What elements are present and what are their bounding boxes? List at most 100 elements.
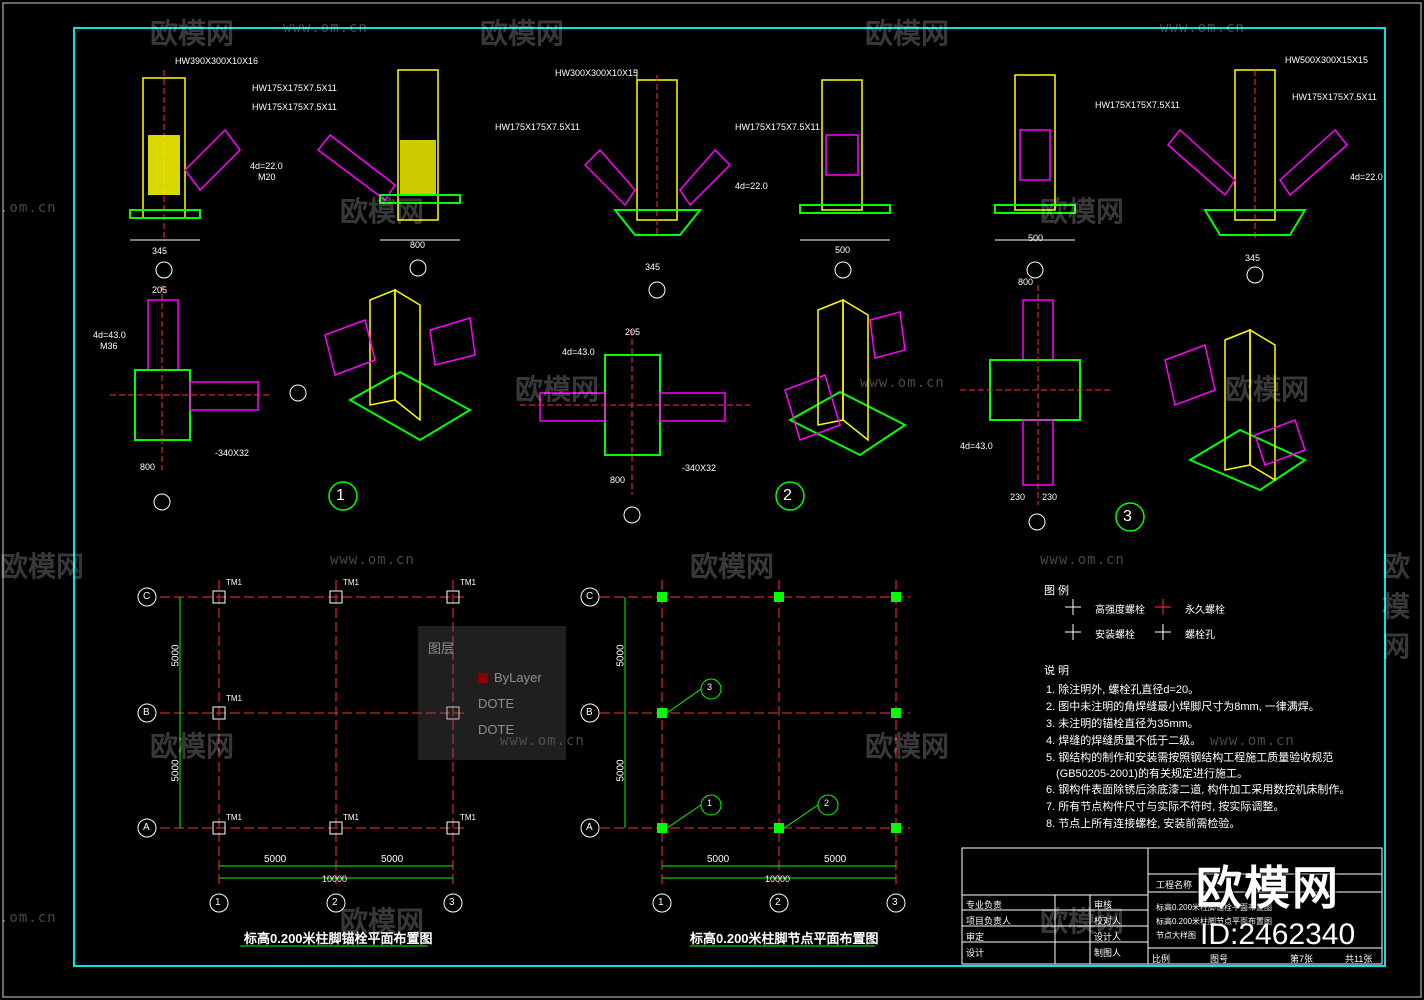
tooltip-layer: ByLayer bbox=[478, 670, 542, 685]
note-line: 8. 节点上所有连接螺栓, 安装前需检验。 bbox=[1046, 818, 1241, 830]
detail-1-elevation-b bbox=[316, 69, 461, 277]
node-callout: 3 bbox=[707, 682, 713, 692]
image-id: ID:2462340 bbox=[1200, 918, 1356, 951]
tb-row-left: 项目负责人 bbox=[966, 916, 1012, 926]
node-number: 2 bbox=[783, 487, 792, 504]
watermark-brand: 欧模网 bbox=[1040, 905, 1125, 938]
dim-label: 500 bbox=[835, 245, 851, 255]
section-label: HW175X175X7.5X11 bbox=[1292, 92, 1377, 102]
tooltip-line-1: DOTE bbox=[478, 696, 515, 711]
detail-2-plan bbox=[520, 330, 750, 524]
watermark-brand: 欧模网 bbox=[340, 905, 425, 938]
anchor-mark: TM1 bbox=[343, 578, 359, 587]
tb-project-label: 工程名称 bbox=[1156, 880, 1193, 890]
watermark-url: www.om.cn bbox=[283, 20, 368, 36]
watermark-brand: 欧模网 bbox=[340, 195, 425, 228]
dim-label: 4d=43.0 bbox=[562, 347, 595, 357]
brand-watermark: 欧模网 bbox=[1196, 861, 1340, 915]
tb-drawing-line: 标高0.200米柱脚锚栓平面布置图 bbox=[1156, 903, 1273, 912]
axis-label: 1 bbox=[215, 897, 221, 908]
tb-footer: 图号 bbox=[1210, 954, 1229, 964]
legend-item: 安装螺栓 bbox=[1095, 630, 1135, 641]
section-label: HW175X175X7.5X11 bbox=[252, 102, 337, 112]
dim-span: 5000 bbox=[170, 644, 182, 667]
detail-2-elevation-a bbox=[583, 70, 732, 299]
watermark-brand: 欧模网 bbox=[150, 730, 235, 763]
detail-2-elevation-b bbox=[799, 79, 891, 279]
node-callout: 2 bbox=[824, 798, 830, 808]
notes-title: 说 明 bbox=[1044, 665, 1070, 677]
note-line: 4. 焊缝的焊缝质量不低于二级。 bbox=[1046, 735, 1202, 747]
axis-label: A bbox=[143, 822, 150, 833]
note-line: 3. 未注明的锚栓直径为35mm。 bbox=[1046, 718, 1199, 730]
legend-item: 螺栓孔 bbox=[1185, 630, 1215, 641]
anchor-mark: TM1 bbox=[226, 578, 242, 587]
watermark-url: www.om.cn bbox=[500, 733, 585, 749]
dim-label: 4d=22.0 bbox=[735, 181, 768, 191]
axis-label: 2 bbox=[332, 897, 338, 908]
watermark-brand: 欧模网 bbox=[480, 17, 565, 50]
node-1-circle bbox=[328, 481, 358, 511]
dim-label: 800 bbox=[610, 475, 626, 485]
dim-span: 5000 bbox=[381, 854, 404, 865]
note-line: 7. 所有节点构件尺寸与实际不符时, 按实际调整。 bbox=[1046, 801, 1285, 813]
watermark-url: .om.cn bbox=[0, 200, 57, 216]
section-label: HW175X175X7.5X11 bbox=[1095, 100, 1180, 110]
dim-span: 5000 bbox=[824, 854, 847, 865]
tooltip-layer-value: ByLayer bbox=[494, 670, 542, 685]
dim-span: 5000 bbox=[264, 854, 287, 865]
dim-label: 345 bbox=[1245, 253, 1261, 263]
axis-label: 3 bbox=[449, 897, 455, 908]
tooltip-title: 图层 bbox=[428, 641, 455, 656]
watermark-url: .om.cn bbox=[0, 910, 57, 926]
section-label: HW500X300X15X15 bbox=[1285, 55, 1369, 65]
dim-label: 230 bbox=[1010, 492, 1026, 502]
dim-label: 800 bbox=[140, 462, 156, 472]
detail-3-plan bbox=[960, 285, 1110, 531]
detail-1-3d bbox=[324, 288, 476, 442]
tb-row-left: 设计 bbox=[966, 948, 985, 958]
anchor-mark: TM1 bbox=[226, 813, 242, 822]
tb-footer: 共11张 bbox=[1345, 954, 1373, 964]
axis-label: B bbox=[143, 707, 150, 718]
detail-1-plan bbox=[110, 285, 307, 511]
dim-label: M20 bbox=[258, 172, 276, 182]
dim-label: 230 bbox=[1042, 492, 1058, 502]
section-label: HW390X300X10X16 bbox=[175, 56, 259, 66]
axis-label: A bbox=[586, 822, 593, 833]
section-label: HW175X175X7.5X11 bbox=[735, 122, 820, 132]
node-number: 3 bbox=[1123, 508, 1132, 525]
note-line: 2. 图中未注明的角焊缝最小焊脚尺寸为8mm, 一律满焊。 bbox=[1046, 701, 1320, 713]
watermark-brand: 欧模网 bbox=[865, 730, 950, 763]
watermark-url: www.om.cn bbox=[1210, 733, 1295, 749]
plan-2-grid bbox=[580, 580, 910, 947]
legend-title: 图 例 bbox=[1044, 585, 1070, 597]
watermark-brand: 欧模网 bbox=[1040, 195, 1125, 228]
tb-row-mid: 设计人 bbox=[1094, 932, 1122, 942]
axis-label: 1 bbox=[658, 897, 664, 908]
plan-title: 标高0.200米柱脚锚栓平面布置图 bbox=[244, 931, 433, 946]
dim-label: 800 bbox=[410, 240, 426, 250]
node-number: 1 bbox=[336, 487, 345, 504]
axis-label: 3 bbox=[892, 897, 898, 908]
detail-2-3d bbox=[784, 298, 907, 457]
anchor-mark: TM1 bbox=[460, 578, 476, 587]
plan-title: 标高0.200米柱脚节点平面布置图 bbox=[690, 931, 879, 946]
anchor-mark: TM1 bbox=[226, 694, 242, 703]
detail-3-elevation-a bbox=[994, 74, 1076, 279]
section-label: HW175X175X7.5X11 bbox=[495, 122, 580, 132]
watermark-brand: 欧模网 bbox=[0, 550, 85, 583]
watermark-url: www.om.cn bbox=[330, 552, 415, 568]
color-swatch bbox=[478, 673, 488, 683]
tb-drawing-line: 节点大样图 bbox=[1156, 931, 1196, 940]
sheet-inner-border bbox=[73, 27, 1386, 967]
axis-label: 2 bbox=[775, 897, 781, 908]
dim-label: -340X32 bbox=[682, 463, 717, 473]
watermark-brand: 欧模网 bbox=[150, 17, 235, 50]
watermark-url: www.om.cn bbox=[1160, 20, 1245, 36]
watermark-brand: 欧模网 bbox=[1225, 373, 1310, 406]
dim-label: 4d=43.0 bbox=[960, 441, 993, 451]
anchor-mark: TM1 bbox=[460, 813, 476, 822]
